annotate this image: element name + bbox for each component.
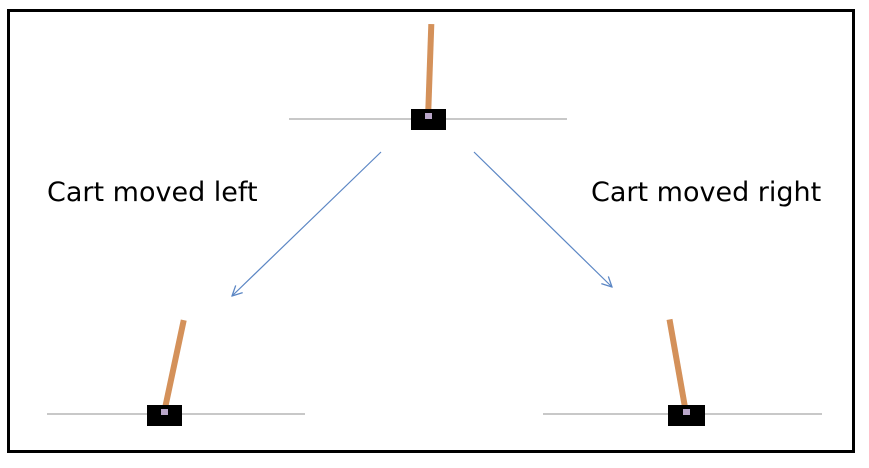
cart-right [668, 405, 705, 426]
pole-right [666, 318, 689, 414]
axle-initial [425, 113, 432, 119]
cartpole-right [543, 318, 822, 426]
cartpole-initial [289, 23, 567, 130]
arrow-right [473, 151, 612, 287]
pole-left [161, 319, 187, 414]
axle-left [161, 409, 168, 415]
cart-left [147, 405, 182, 426]
label-cart-moved-right: Cart moved right [591, 177, 822, 208]
cart-initial [411, 109, 446, 130]
pole-initial [425, 23, 435, 120]
arrow-left [232, 151, 382, 296]
cartpole-left [47, 319, 305, 426]
axle-right [683, 409, 690, 415]
label-cart-moved-left: Cart moved left [47, 177, 258, 208]
